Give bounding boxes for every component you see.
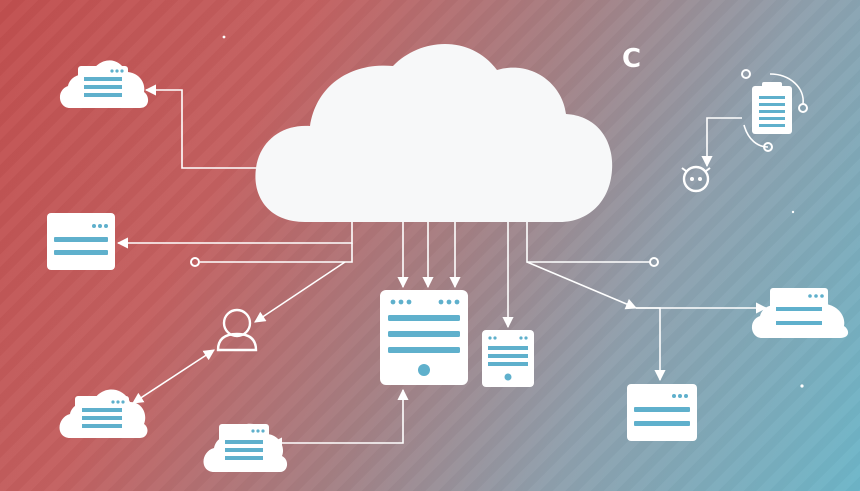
endpoint-dots [190, 69, 808, 267]
edge-document-arc-top [769, 73, 804, 105]
edge-hub-to-user [254, 261, 346, 323]
crescent-glyph: C [622, 44, 641, 74]
edge-document-to-bot [701, 117, 742, 168]
edge-hub-to-dot-right [526, 222, 650, 263]
user-icon [216, 308, 258, 352]
endpoint-dot-doc-top [798, 103, 808, 113]
bot-icon [681, 165, 711, 193]
server-bottom-right [627, 384, 697, 441]
endpoint-dot-left [190, 257, 200, 267]
cloud-server-right [751, 288, 849, 338]
cloud-server-top-left [59, 60, 149, 108]
connectors [116, 73, 804, 449]
edge-hub-to-dot-left [200, 243, 353, 263]
endpoint-dot-doc-start [741, 69, 751, 79]
edge-hub-to-cloud-server-top-left [144, 84, 265, 169]
server-tower-center [380, 290, 468, 385]
document-icon [752, 82, 792, 134]
endpoint-dot-doc-bottom [763, 142, 773, 152]
edge-split-to-server-bottom-right [636, 307, 666, 382]
server-left [47, 213, 115, 270]
cloud-server-bottom-center [203, 423, 288, 472]
cloud-hub [255, 44, 613, 222]
edge-tower-to-cloud-server-bottom-center [270, 388, 409, 449]
edge-document-arc-bottom [743, 124, 769, 148]
edge-hub-to-server-left [116, 222, 353, 249]
endpoint-dot-right [649, 257, 659, 267]
sparkle-dots [222, 35, 804, 388]
server-small-center [482, 330, 534, 387]
cloud-icon [255, 44, 613, 222]
cloud-server-bottom-left [59, 389, 148, 438]
edge-user-to-cloud-server-bottom-left [132, 349, 215, 404]
edge-hub-to-split-right [526, 261, 638, 310]
